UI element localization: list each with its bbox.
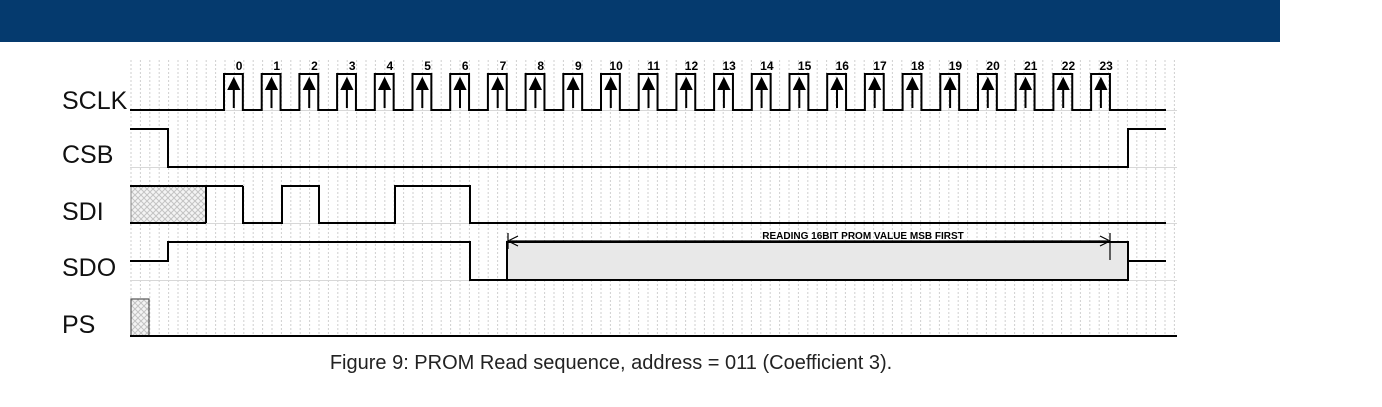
sclk-rising-edge-arrow (641, 76, 656, 108)
sclk-rising-edge-arrow (302, 76, 316, 108)
clock-number-17: 17 (873, 59, 887, 73)
signal-label-sdi: SDI (62, 198, 104, 226)
clock-number-16: 16 (836, 59, 850, 73)
clock-number-12: 12 (685, 59, 699, 73)
sclk-rising-edge-arrow (1018, 76, 1033, 108)
signal-label-csb: CSB (62, 141, 113, 169)
clock-number-13: 13 (723, 59, 737, 73)
sclk-rising-edge-arrow (566, 76, 580, 108)
sclk-rising-edge-arrow (415, 76, 429, 108)
ps-pulse-region (130, 298, 150, 337)
signal-label-ps: PS (62, 311, 95, 339)
clock-number-15: 15 (798, 59, 812, 73)
sclk-wave-group (130, 73, 1166, 111)
sclk-rising-edge-arrow (227, 76, 241, 108)
sclk-rising-edge-arrow (1056, 76, 1070, 108)
sclk-rising-edge-arrow (453, 76, 467, 108)
sclk-rising-edge-arrow (754, 76, 769, 108)
clock-number-1: 1 (273, 59, 280, 73)
clock-number-20: 20 (986, 59, 1000, 73)
sclk-rising-edge-arrow (830, 76, 844, 108)
sdo-waveform (130, 241, 1166, 281)
sclk-rising-edge-arrow (679, 76, 693, 108)
sclk-rising-edge-arrow (528, 76, 543, 108)
sclk-rising-edge-arrow (868, 76, 882, 108)
signal-label-sclk: SCLK (62, 87, 128, 115)
clock-number-14: 14 (760, 59, 774, 73)
clock-number-7: 7 (500, 59, 507, 73)
clock-number-21: 21 (1024, 59, 1038, 73)
clock-number-11: 11 (647, 59, 660, 73)
clock-number-3: 3 (349, 59, 356, 73)
clock-number-8: 8 (537, 59, 544, 73)
clock-number-22: 22 (1062, 59, 1076, 73)
clock-number-4: 4 (387, 59, 394, 73)
sclk-rising-edge-arrow (981, 76, 995, 108)
sclk-rising-edge-arrow (340, 76, 354, 108)
clock-number-6: 6 (462, 59, 469, 73)
csb-waveform (130, 128, 1166, 168)
sclk-waveform (130, 73, 1166, 111)
figure-caption: Figure 9: PROM Read sequence, address = … (329, 352, 893, 374)
clock-number-2: 2 (311, 59, 318, 73)
timing-grid (130, 60, 1177, 336)
clock-number-5: 5 (424, 59, 431, 73)
clock-number-23: 23 (1100, 59, 1114, 73)
sdi-dont-care-region (130, 185, 207, 224)
sclk-rising-edge-arrow (1094, 76, 1108, 108)
sclk-rising-edge-arrow (943, 76, 957, 108)
sclk-rising-edge-arrow (604, 76, 618, 108)
clock-number-9: 9 (575, 59, 582, 73)
sdo-prom-value-window (507, 242, 1129, 280)
sclk-rising-edge-arrow (792, 76, 806, 108)
clock-number-10: 10 (609, 59, 623, 73)
sclk-rising-edge-arrow (717, 76, 731, 108)
signal-label-sdo: SDO (62, 254, 116, 282)
sclk-rising-edge-arrow (491, 76, 505, 108)
msb-first-arrow (507, 233, 1111, 260)
header-band (0, 0, 1280, 42)
sdi-waveform (130, 185, 1166, 224)
clock-number-0: 0 (236, 59, 243, 73)
sclk-rising-edge-arrow (264, 76, 279, 108)
sclk-rising-edge-arrow (377, 76, 392, 108)
clock-number-18: 18 (911, 59, 925, 73)
clock-number-19: 19 (949, 59, 963, 73)
prom-read-annotation: READING 16BIT PROM VALUE MSB FIRST (762, 231, 964, 242)
sclk-rising-edge-arrow (905, 76, 920, 108)
